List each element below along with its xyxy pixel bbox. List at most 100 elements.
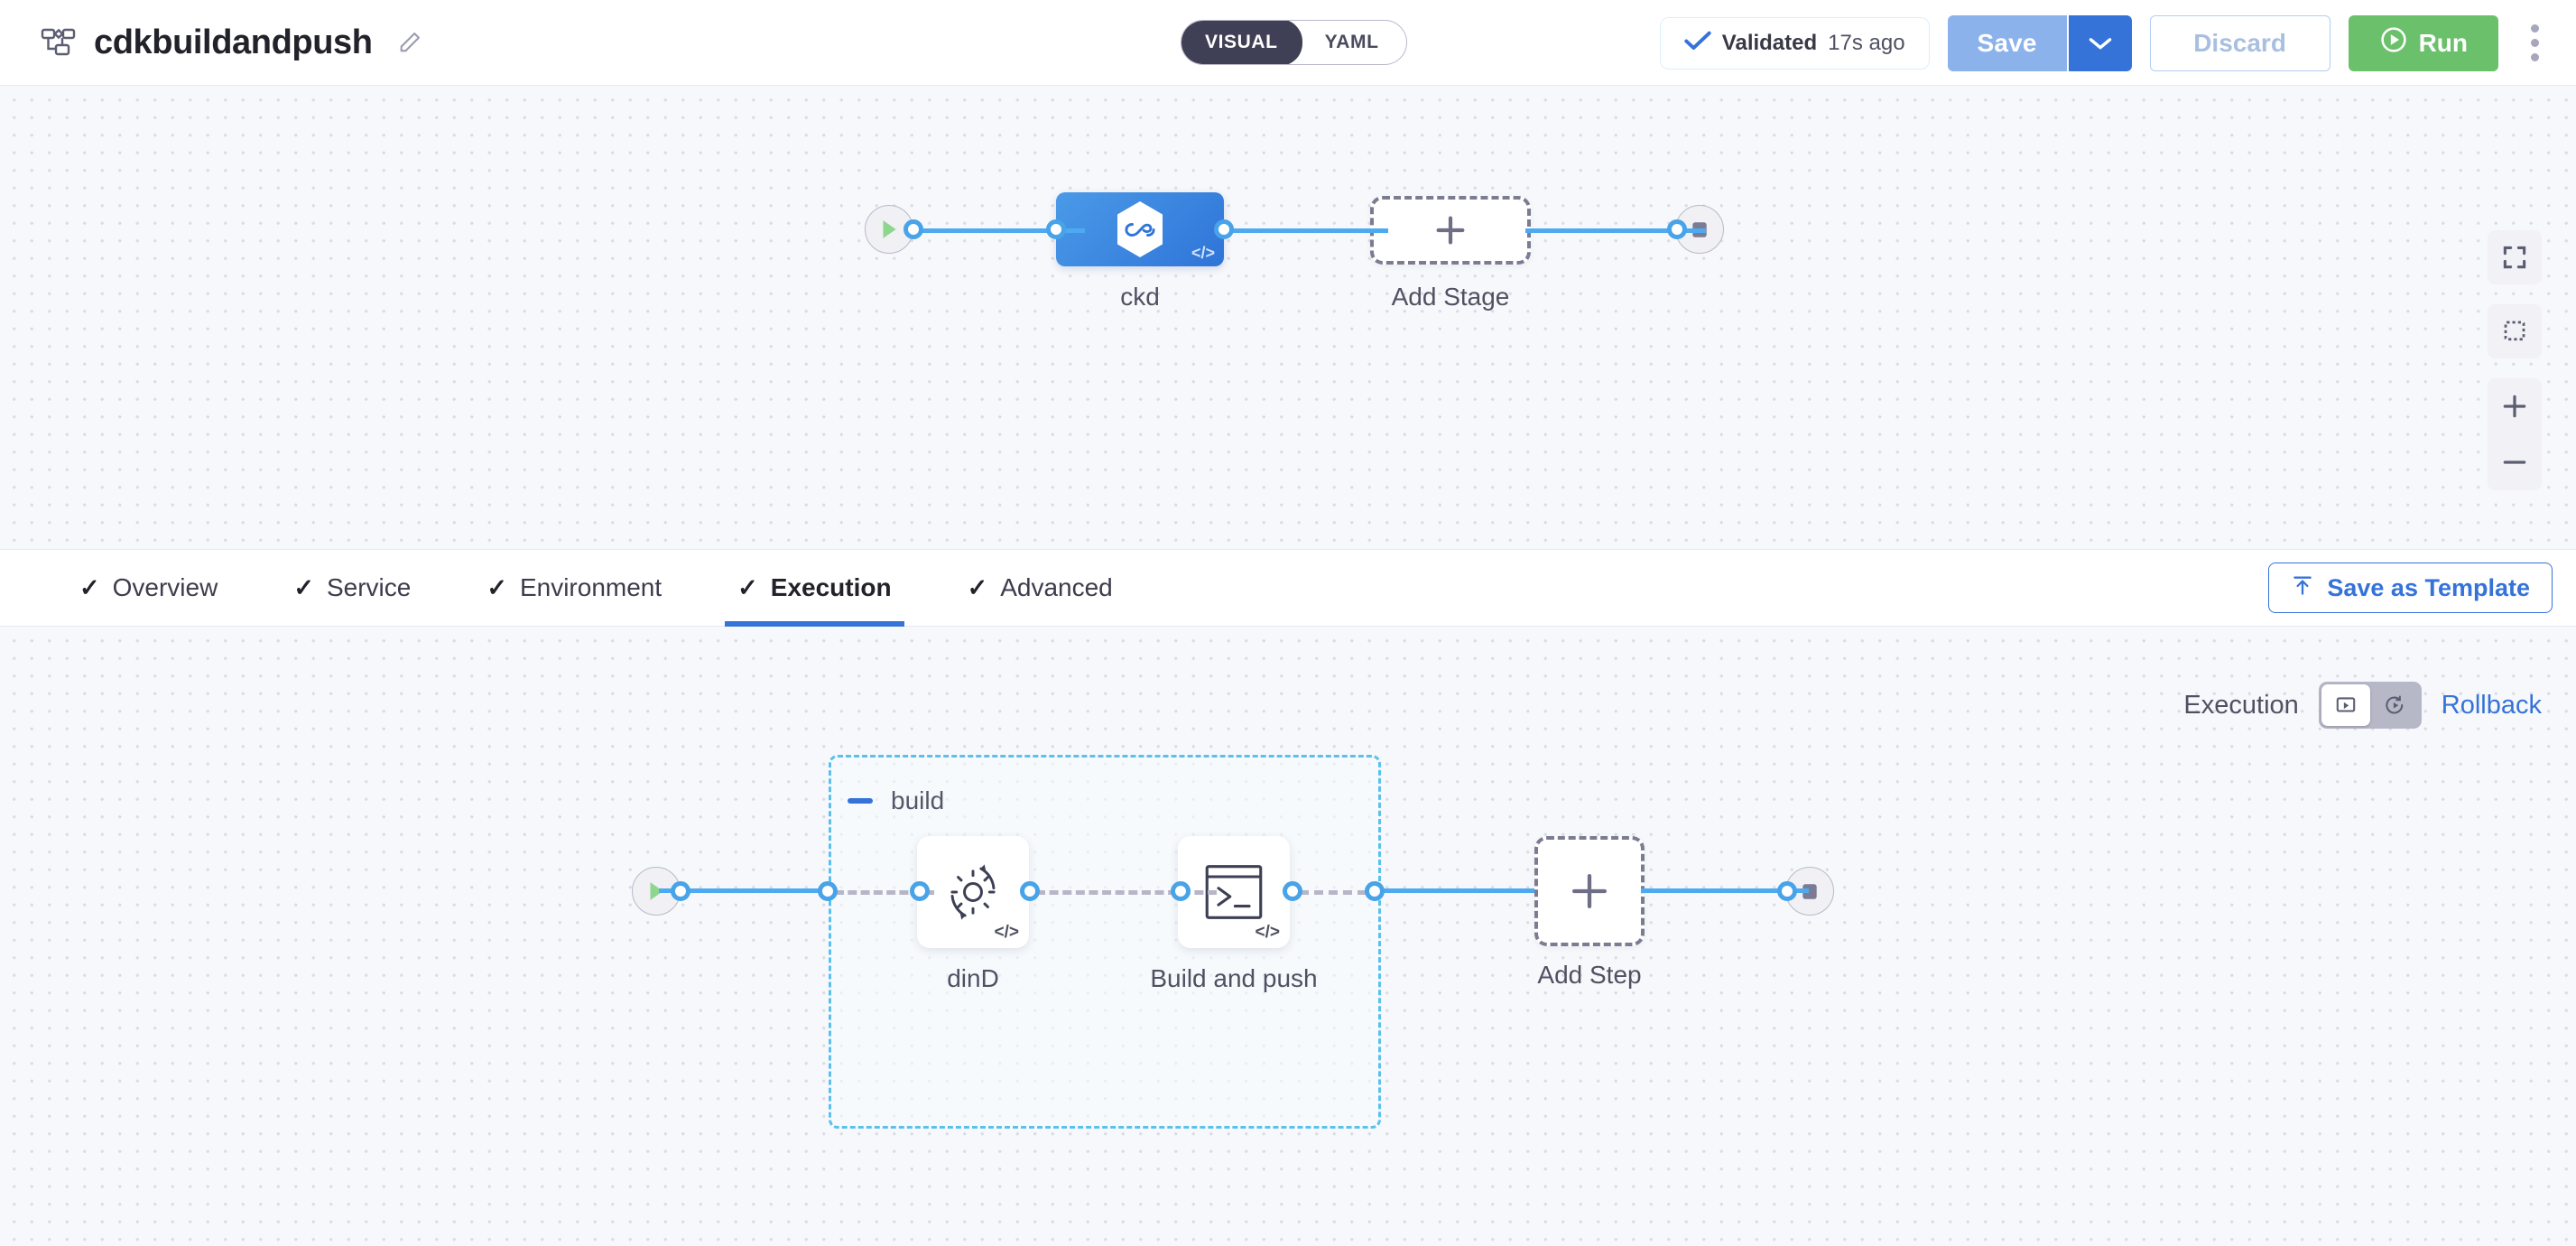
port-exec-start-out[interactable] [671, 881, 690, 901]
save-split-button[interactable]: Save [1947, 14, 2132, 71]
port-end-in[interactable] [1667, 219, 1687, 239]
exec-mode-segmented-control[interactable] [2318, 682, 2422, 729]
port-ckd-out[interactable] [1214, 219, 1234, 239]
tab-list: ✓ Overview ✓ Service ✓ Environment ✓ Exe… [0, 549, 1151, 627]
discard-button[interactable]: Discard [2149, 14, 2330, 71]
zoom-in-icon[interactable] [2488, 378, 2542, 434]
header-actions: Validated 17s ago Save Discard Run [1659, 0, 2553, 86]
tab-check-icon: ✓ [293, 573, 314, 601]
kebab-menu-icon[interactable] [2516, 15, 2553, 71]
page-title: cdkbuildandpush [94, 23, 373, 61]
mode-visual-button[interactable]: VISUAL [1181, 21, 1302, 64]
tab-label: Advanced [1000, 573, 1113, 601]
port-buildpush-in[interactable] [1171, 881, 1191, 901]
port-dind-in[interactable] [910, 881, 930, 901]
execution-canvas[interactable]: Execution Rollback build [0, 627, 2576, 1246]
port-buildpush-out[interactable] [1283, 881, 1302, 901]
plus-icon [1436, 216, 1465, 245]
validated-timestamp: 17s ago [1828, 30, 1905, 55]
play-icon [650, 882, 663, 900]
harness-cd-hexagon-icon [1117, 201, 1163, 257]
edge-buildpush-to-groupend [1300, 890, 1381, 895]
tab-label: Environment [519, 573, 663, 601]
chevron-down-icon[interactable] [2066, 14, 2132, 71]
zoom-out-icon[interactable] [2488, 434, 2542, 490]
pipeline-start-node[interactable] [865, 205, 923, 254]
port-exec-end-in[interactable] [1777, 881, 1797, 901]
tab-environment[interactable]: ✓ Environment [449, 549, 700, 627]
mode-yaml-button[interactable]: YAML [1324, 32, 1379, 52]
step-label: dinD [947, 964, 999, 992]
group-name-label: build [891, 786, 945, 814]
edge-group-to-dind [835, 890, 934, 895]
status-badge: Validated 17s ago [1659, 16, 1930, 70]
stage-tabbar: ✓ Overview ✓ Service ✓ Environment ✓ Exe… [0, 549, 2576, 627]
run-button[interactable]: Run [2348, 14, 2498, 71]
execution-label: Execution [2183, 690, 2299, 720]
tab-execution[interactable]: ✓ Execution [700, 549, 929, 627]
play-circle-icon [2379, 25, 2408, 60]
tab-overview[interactable]: ✓ Overview [42, 549, 255, 627]
execution-play-box-icon[interactable] [2321, 684, 2370, 726]
run-label: Run [2418, 28, 2468, 57]
edge-addstage-to-end [1525, 228, 1706, 233]
stage-canvas-controls[interactable] [2488, 230, 2542, 490]
save-button[interactable]: Save [1947, 14, 2067, 71]
port-group-out[interactable] [1365, 881, 1385, 901]
minus-icon[interactable] [848, 798, 873, 804]
edge-start-to-group [659, 888, 830, 893]
edge-ckd-to-addstage [1219, 228, 1388, 233]
step-label: Build and push [1150, 964, 1318, 992]
add-step-node[interactable]: Add Step [1534, 836, 1645, 989]
stop-square-icon [1802, 884, 1817, 899]
rollback-arrow-icon[interactable] [2370, 684, 2419, 726]
add-stage-node[interactable]: Add Stage [1370, 196, 1531, 311]
tab-check-icon: ✓ [486, 573, 507, 601]
tab-service[interactable]: ✓ Service [255, 549, 449, 627]
tab-label: Overview [112, 573, 218, 601]
tab-check-icon: ✓ [737, 573, 758, 601]
tab-check-icon: ✓ [967, 573, 988, 601]
upload-template-icon [2291, 574, 2314, 602]
port-dind-out[interactable] [1020, 881, 1040, 901]
app-header: cdkbuildandpush VISUAL YAML Validated 17… [0, 0, 2576, 86]
fit-to-screen-icon[interactable] [2488, 230, 2542, 284]
zoom-controls[interactable] [2488, 378, 2542, 490]
edge-dind-to-buildpush [1036, 890, 1217, 895]
stage-node-ckd[interactable]: </> ckd [1046, 192, 1234, 311]
edge-start-to-ckd [913, 228, 1085, 233]
tab-label: Service [326, 573, 412, 601]
tab-check-icon: ✓ [79, 573, 100, 601]
selection-box-icon[interactable] [2488, 304, 2542, 358]
add-step-label: Add Step [1537, 961, 1642, 989]
pipeline-flow-icon [40, 23, 78, 61]
stage-label: ckd [1120, 283, 1160, 311]
header-left-group: cdkbuildandpush [0, 23, 425, 62]
pipeline-end-node[interactable] [1667, 205, 1724, 254]
step-node-build-and-push[interactable]: </> Build and push [1150, 836, 1318, 992]
execution-rollback-toggle[interactable]: Execution Rollback [2183, 682, 2542, 729]
stage-code-badge: </> [1191, 244, 1215, 262]
step-code-badge: </> [994, 923, 1019, 942]
execution-end-node[interactable] [1777, 867, 1834, 916]
save-as-template-label: Save as Template [2327, 573, 2530, 601]
port-group-in[interactable] [818, 881, 838, 901]
gear-rotate-icon [950, 864, 996, 920]
port-ckd-in[interactable] [1046, 219, 1066, 239]
execution-start-node[interactable] [632, 867, 690, 916]
step-group-build[interactable]: build [829, 755, 1381, 1129]
tab-advanced[interactable]: ✓ Advanced [930, 549, 1151, 627]
pencil-icon[interactable] [394, 27, 425, 58]
save-as-template-button[interactable]: Save as Template [2268, 563, 2553, 613]
step-code-badge: </> [1255, 923, 1280, 942]
port-start-out[interactable] [903, 219, 923, 239]
tab-label: Execution [770, 573, 892, 601]
stage-canvas[interactable]: </> ckd Add Stage [0, 86, 2576, 549]
group-header[interactable]: build [848, 786, 944, 815]
edge-group-to-addstep [1379, 888, 1534, 893]
step-node-dind[interactable]: </> dinD [917, 836, 1029, 992]
view-mode-toggle[interactable]: VISUAL YAML [1181, 20, 1407, 65]
rollback-label[interactable]: Rollback [2441, 690, 2542, 720]
plus-icon [1571, 873, 1608, 909]
edge-addstep-to-end [1641, 888, 1809, 893]
